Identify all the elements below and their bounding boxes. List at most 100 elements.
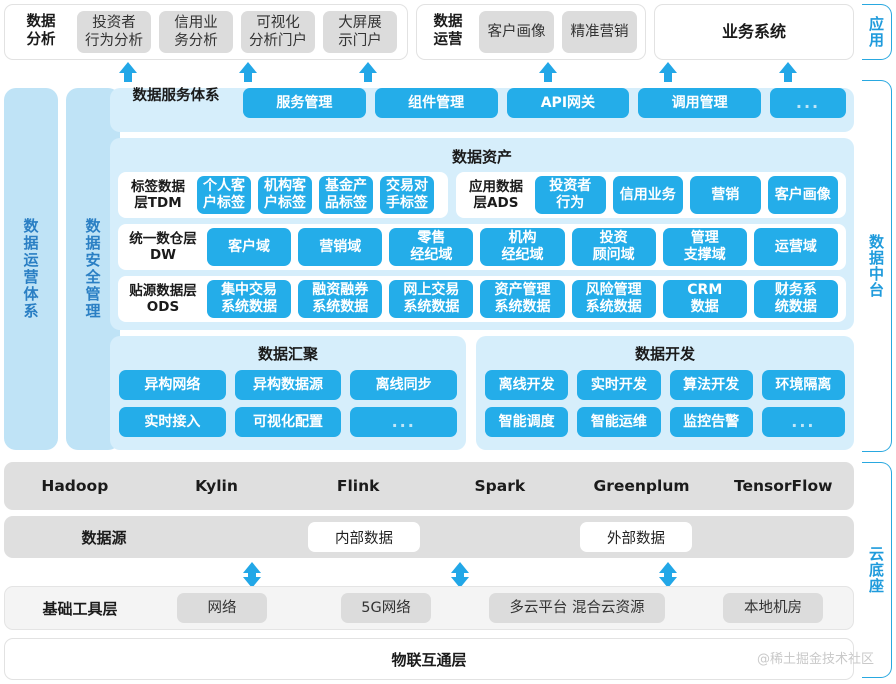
asset-chip-marketing[interactable]: 营销: [690, 176, 761, 214]
tool-item-multicloud-hybrid-resources[interactable]: 多云平台 混合云资源: [489, 593, 665, 623]
business-system-label: 业务系统: [721, 22, 786, 42]
operation-group-label: 数据运营: [433, 14, 463, 48]
panel-row: 异构网络 异构数据源 离线同步: [119, 370, 458, 400]
data-assets-title: 数据资产: [451, 148, 512, 166]
service-item-more[interactable]: ...: [770, 88, 846, 118]
side-column-data-operation-system: 数据运营体系: [4, 88, 58, 450]
asset-chip-institutional-brokerage-domain[interactable]: 机构经纪域: [480, 228, 565, 266]
panel-title-data-aggregation: 数据汇聚: [257, 345, 318, 363]
tech-item-flink: Flink: [336, 477, 380, 495]
app-item-visual-analysis-portal[interactable]: 可视化分析门户: [241, 11, 315, 53]
service-item-component-management[interactable]: 组件管理: [374, 88, 498, 118]
asset-chip-personal-customer-tag[interactable]: 个人客户标签: [197, 176, 251, 214]
asset-chip-marketing-domain[interactable]: 营销域: [298, 228, 383, 266]
basic-tool-layer-row: 基础工具层 网络 5G网络 多云平台 混合云资源 本地机房: [4, 586, 854, 630]
data-source-title: 数据源: [81, 528, 127, 547]
tech-item-spark: Spark: [474, 477, 526, 495]
aggregation-chip-heterogeneous-network[interactable]: 异构网络: [119, 370, 226, 400]
aggregation-chip-visual-config[interactable]: 可视化配置: [234, 407, 342, 437]
arrow-up-icon: [779, 62, 797, 73]
arrow-stem: [664, 572, 672, 578]
arrow-stem: [784, 72, 792, 82]
tech-item-greenplum: Greenplum: [593, 477, 690, 495]
asset-chip-customer-profile[interactable]: 客户画像: [767, 176, 838, 214]
panel-row: 离线开发 实时开发 算法开发 环境隔离: [485, 370, 845, 400]
asset-chip-margin-financing-system-data[interactable]: 融资融券系统数据: [298, 280, 383, 318]
tech-item-tensorflow: TensorFlow: [733, 477, 833, 495]
development-chip-algorithm-development[interactable]: 算法开发: [669, 370, 753, 400]
asset-chip-fund-product-tag[interactable]: 基金产品标签: [319, 176, 373, 214]
bracket-cloud-foundation: 云底座: [862, 462, 892, 678]
watermark: @稀土掘金技术社区: [756, 652, 874, 667]
asset-chip-counterparty-tag[interactable]: 交易对手标签: [380, 176, 434, 214]
asset-chip-risk-management-system-data[interactable]: 风险管理系统数据: [571, 280, 656, 318]
arrow-up-icon: [243, 562, 261, 573]
tool-item-5g-network[interactable]: 5G网络: [341, 593, 431, 623]
arrow-up-icon: [659, 562, 677, 573]
asset-group-title-tdm: 标签数据层TDM: [131, 178, 185, 211]
development-chip-environment-isolation[interactable]: 环境隔离: [761, 370, 845, 400]
tool-layer-title: 基础工具层: [42, 599, 118, 618]
bracket-middle-label: 数据中台: [867, 234, 885, 298]
asset-chip-investor-behavior[interactable]: 投资者行为: [535, 176, 606, 214]
asset-chip-customer-domain[interactable]: 客户域: [207, 228, 292, 266]
bracket-application: 应用: [862, 4, 892, 60]
panel-title-data-development: 数据开发: [634, 345, 695, 363]
tool-item-network[interactable]: 网络: [177, 593, 267, 623]
asset-chip-retail-brokerage-domain[interactable]: 零售经纪域: [389, 228, 474, 266]
asset-chip-finance-system-data[interactable]: 财务系统数据: [753, 280, 838, 318]
arrow-up-icon: [119, 62, 137, 73]
development-chip-intelligent-scheduling[interactable]: 智能调度: [485, 407, 569, 437]
development-chip-monitoring-alerting[interactable]: 监控告警: [669, 407, 753, 437]
development-chip-more[interactable]: ...: [761, 407, 845, 437]
development-chip-intelligent-ops[interactable]: 智能运维: [577, 407, 661, 437]
asset-chip-asset-management-system-data[interactable]: 资产管理系统数据: [480, 280, 565, 318]
service-item-invocation-management[interactable]: 调用管理: [638, 88, 761, 118]
app-item-customer-profile[interactable]: 客户画像: [479, 11, 554, 53]
application-business-system: 业务系统: [654, 4, 854, 60]
asset-chip-credit-business[interactable]: 信用业务: [612, 176, 683, 214]
service-item-api-gateway[interactable]: API网关: [506, 88, 630, 118]
asset-chip-operation-domain[interactable]: 运营域: [753, 228, 838, 266]
arrow-down-icon: [659, 577, 677, 588]
data-source-external[interactable]: 外部数据: [580, 522, 692, 552]
aggregation-chip-heterogeneous-datasource[interactable]: 异构数据源: [234, 370, 342, 400]
arrow-up-icon: [451, 562, 469, 573]
asset-chip-institutional-customer-tag[interactable]: 机构客户标签: [258, 176, 312, 214]
development-chip-offline-development[interactable]: 离线开发: [485, 370, 569, 400]
development-chip-realtime-development[interactable]: 实时开发: [577, 370, 661, 400]
asset-chip-centralized-trading-system-data[interactable]: 集中交易系统数据: [207, 280, 292, 318]
asset-chip-online-trading-system-data[interactable]: 网上交易系统数据: [389, 280, 474, 318]
arrow-stem: [124, 72, 132, 82]
app-item-investor-behavior-analysis[interactable]: 投资者行为分析: [77, 11, 151, 53]
data-source-internal[interactable]: 内部数据: [308, 522, 420, 552]
arrow-stem: [544, 72, 552, 82]
aggregation-development-row: 数据汇聚 异构网络 异构数据源 离线同步 实时接入 可视化配置 ... 数据开发…: [110, 336, 854, 450]
arrow-up-icon: [239, 62, 257, 73]
arrow-up-icon: [359, 62, 377, 73]
service-item-service-management[interactable]: 服务管理: [243, 88, 366, 118]
asset-group-tdm: 标签数据层TDM 个人客户标签 机构客户标签 基金产品标签 交易对手标签: [118, 172, 448, 218]
app-item-bigscreen-portal[interactable]: 大屏展示门户: [323, 11, 397, 53]
app-item-precision-marketing[interactable]: 精准营销: [562, 11, 637, 53]
tool-item-local-datacenter[interactable]: 本地机房: [723, 593, 823, 623]
arrow-stem: [664, 72, 672, 82]
asset-chip-investment-advisory-domain[interactable]: 投资顾问域: [571, 228, 656, 266]
aggregation-chip-realtime-access[interactable]: 实时接入: [119, 407, 226, 437]
bracket-application-label: 应用: [867, 16, 885, 48]
application-operation-group: 数据运营 客户画像 精准营销: [416, 4, 646, 60]
arrow-down-icon: [243, 577, 261, 588]
asset-chip-management-support-domain[interactable]: 管理支撑域: [662, 228, 747, 266]
tech-stack-row: Hadoop Kylin Flink Spark Greenplum Tenso…: [4, 462, 854, 510]
aggregation-chip-offline-sync[interactable]: 离线同步: [350, 370, 458, 400]
arrow-up-icon: [539, 62, 557, 73]
app-item-credit-business-analysis[interactable]: 信用业务分析: [159, 11, 233, 53]
iot-interconnect-layer-row: 物联互通层: [4, 638, 854, 680]
arrow-up-icon: [659, 62, 677, 73]
aggregation-chip-more[interactable]: ...: [350, 407, 458, 437]
tech-item-hadoop: Hadoop: [41, 477, 109, 495]
